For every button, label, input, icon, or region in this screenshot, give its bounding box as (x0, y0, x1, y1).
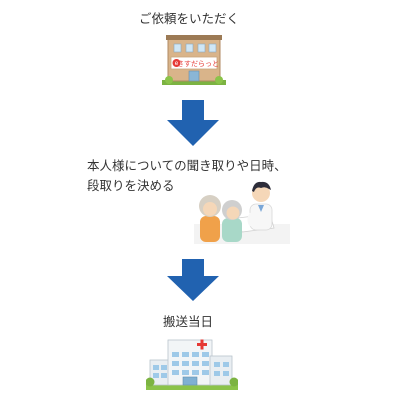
hospital-building-icon (146, 339, 238, 390)
flow-arrow-2 (167, 259, 219, 301)
step-2-label-line-2: 段取りを決める (87, 178, 175, 193)
svg-text:e: e (175, 60, 179, 67)
office-building-icon: e さすだらっと (162, 35, 226, 85)
consultation-meeting-icon (194, 181, 290, 244)
step-3-label: 搬送当日 (163, 314, 214, 329)
step-2-label-line-1: 本人様についての聞き取りや日時、 (87, 158, 287, 173)
sign-text: さすだらっと (177, 60, 219, 68)
flow-arrow-1 (167, 100, 219, 146)
step-1-label: ご依頼をいただく (139, 11, 240, 26)
